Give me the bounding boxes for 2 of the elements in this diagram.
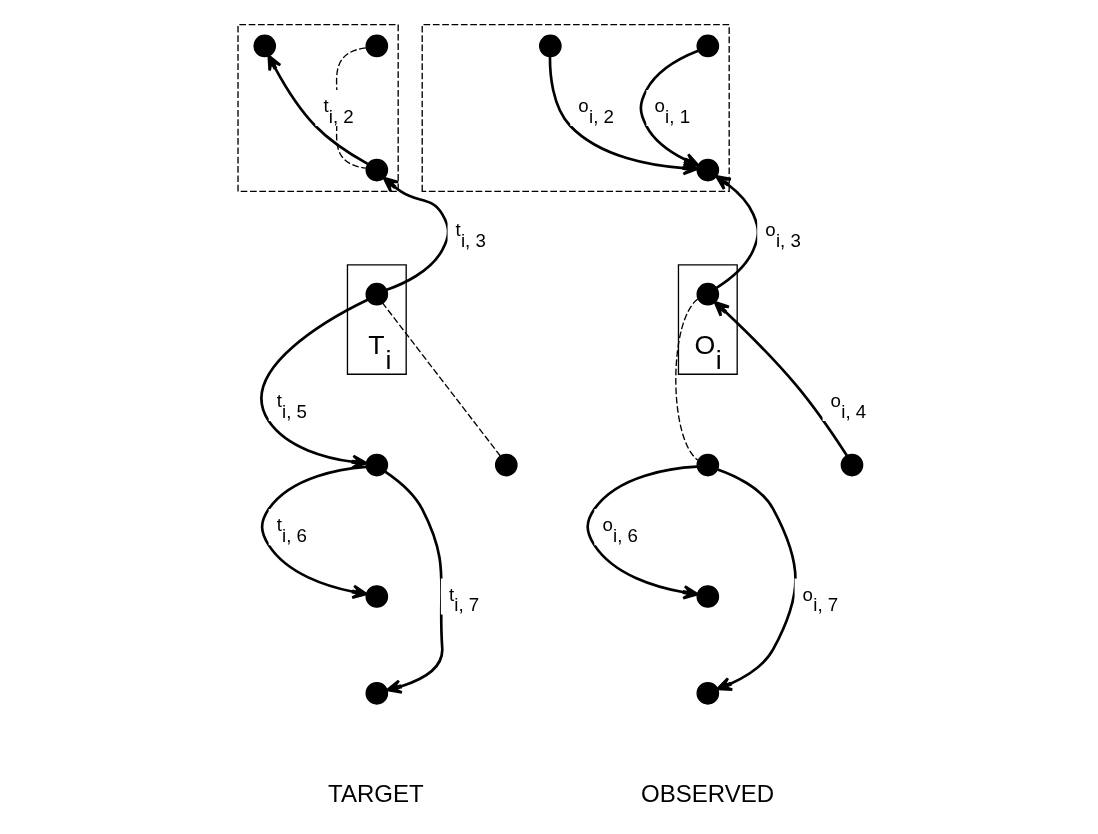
label: OBSERVED [641,779,775,807]
label: TARGET [328,779,424,807]
